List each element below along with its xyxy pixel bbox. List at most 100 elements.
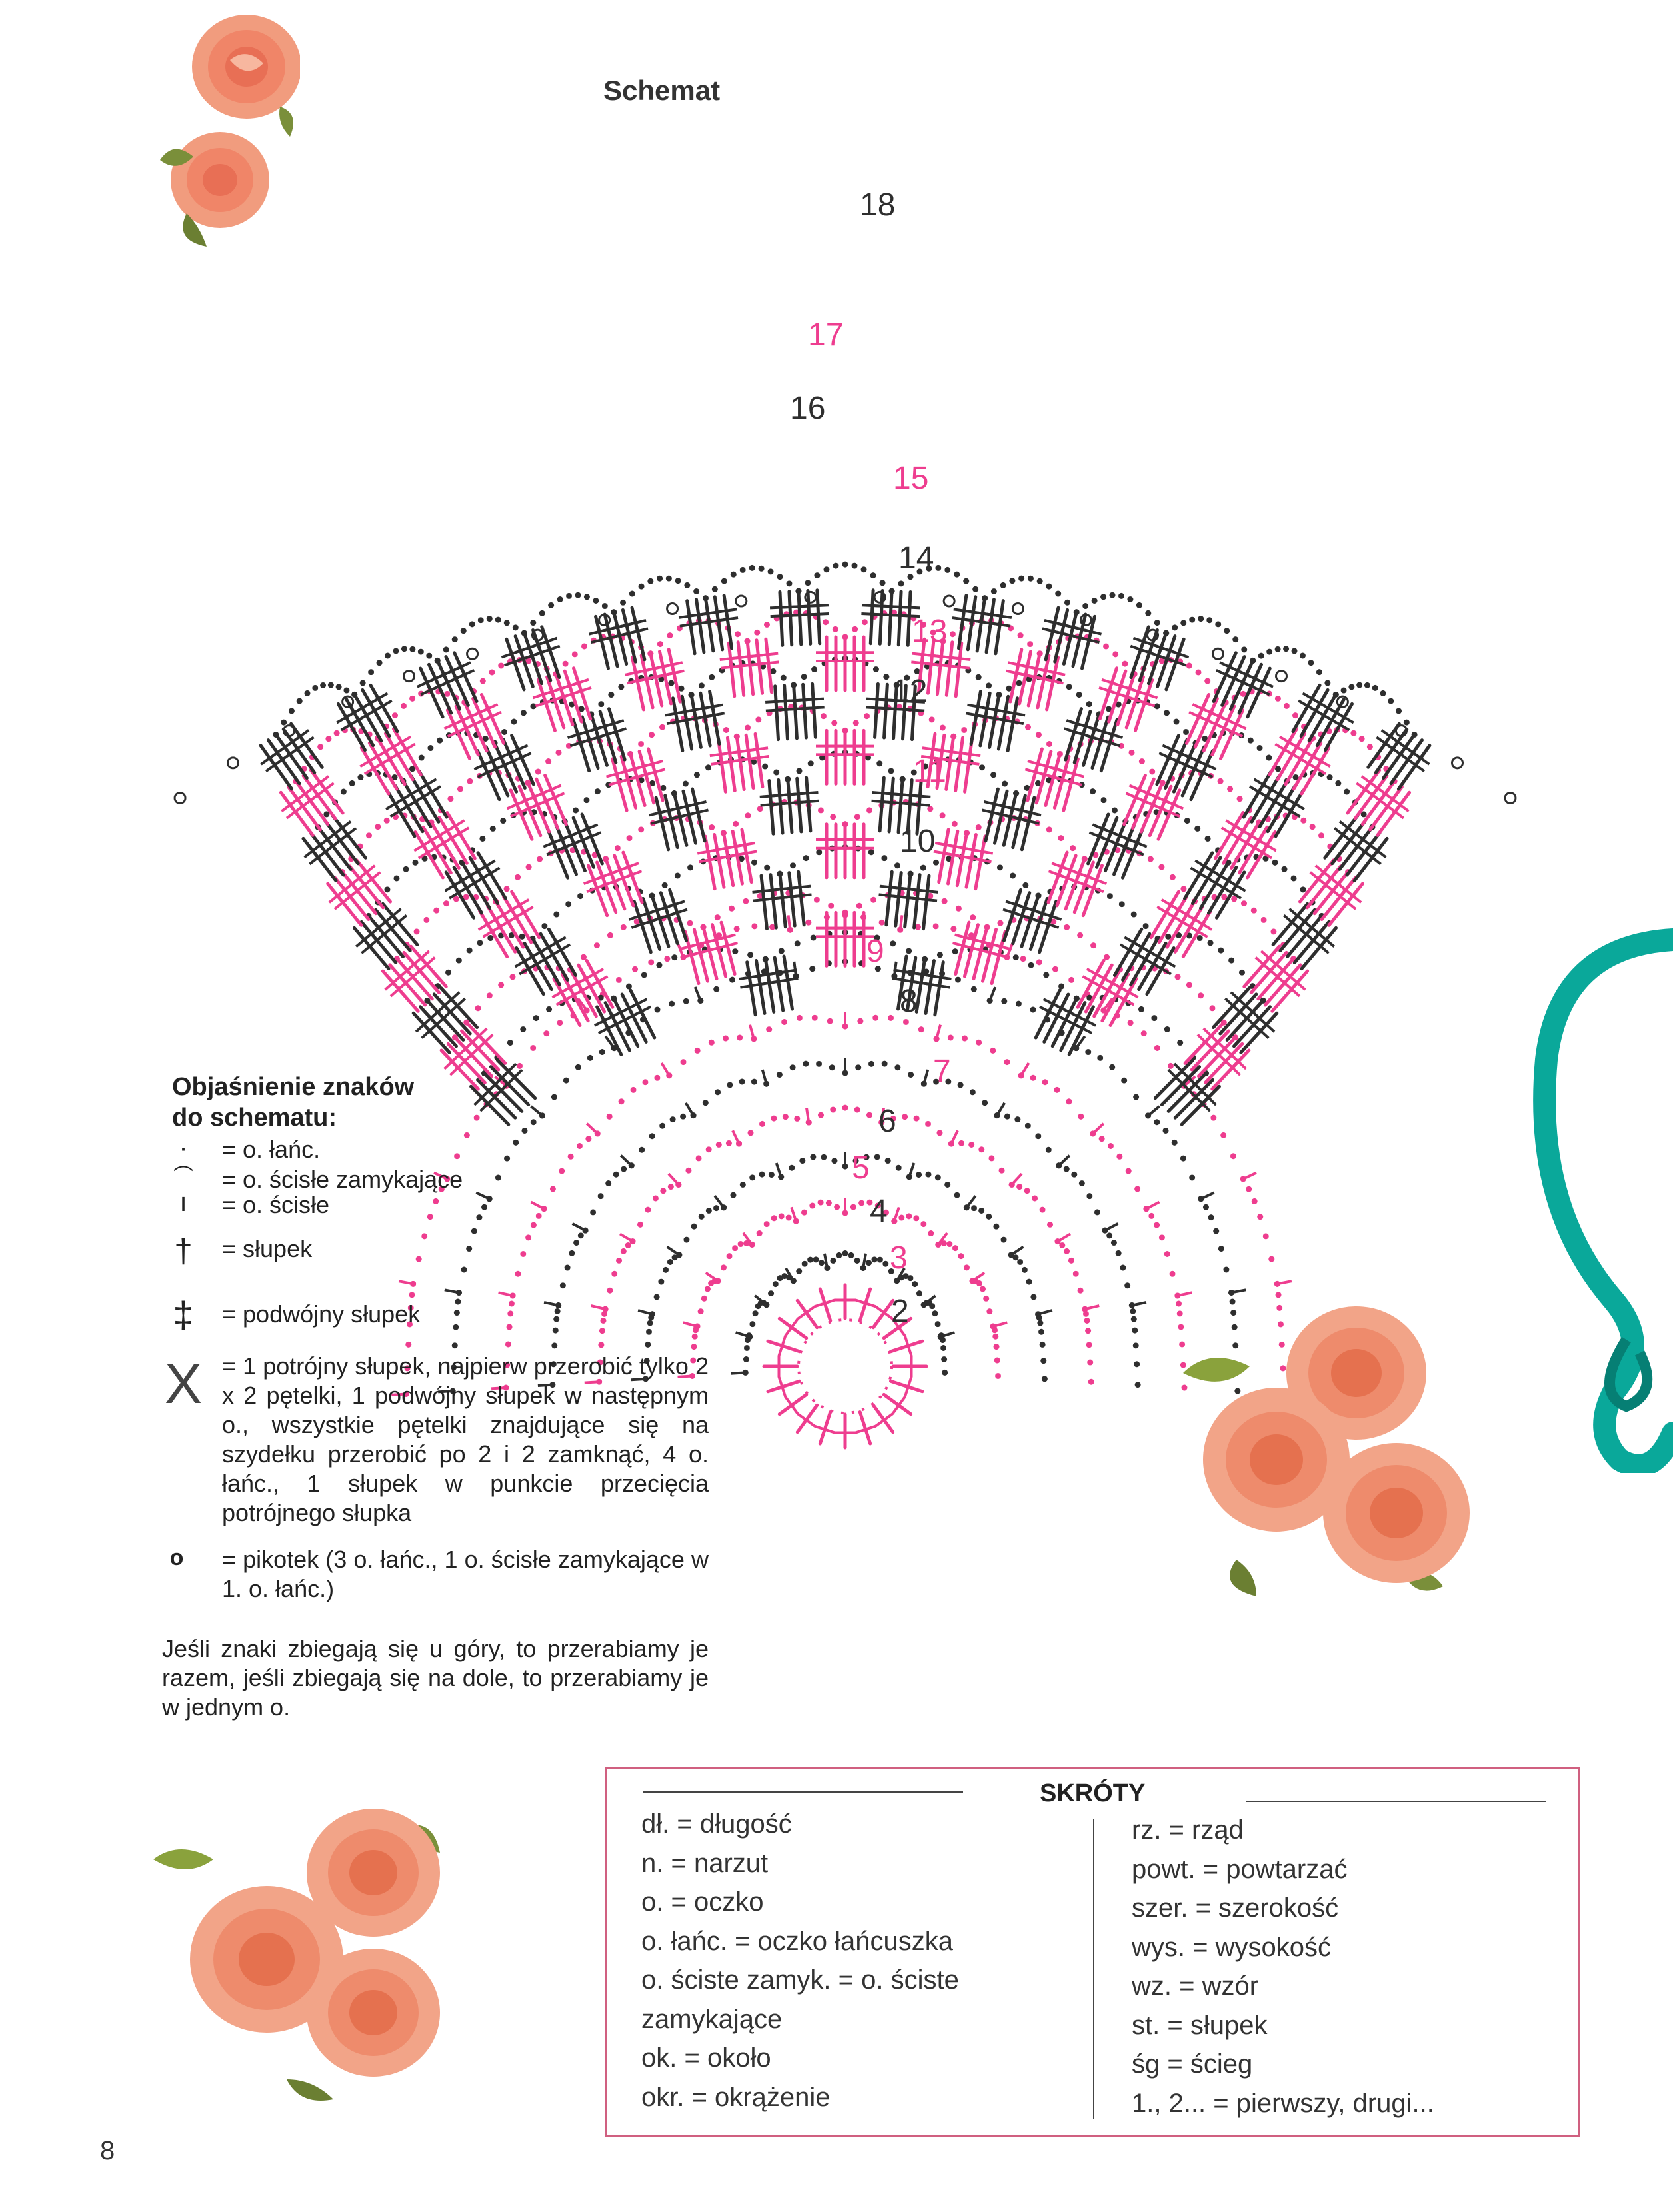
chain-stitch-dot	[1340, 687, 1347, 694]
stitch-post	[915, 778, 923, 836]
chain-stitch-dot	[733, 926, 740, 932]
stitch-post	[1218, 992, 1258, 1036]
stitch-post	[316, 825, 353, 871]
chain-stitch-dot	[1290, 875, 1297, 882]
chain-stitch-dot	[1045, 1146, 1052, 1153]
chain-stitch-dot	[1162, 1127, 1169, 1134]
stitch-post	[1100, 972, 1130, 1023]
crossed-treble-icon: X	[164, 1352, 203, 1415]
stitch-post	[439, 986, 479, 1030]
picot-mark	[1275, 670, 1288, 683]
stitch-post	[1232, 1005, 1272, 1048]
chain-stitch-dot	[578, 706, 585, 712]
chain-stitch-dot	[961, 726, 968, 733]
legend-text-slip-stitch: = o. ścisłe zamykające	[222, 1166, 463, 1193]
stitch-post	[469, 1084, 511, 1126]
chain-stitch-dot	[782, 1114, 789, 1120]
stitch-post	[1046, 850, 1069, 904]
chain-stitch-dot	[1213, 1228, 1220, 1234]
abbreviation-left-item: ok. = około	[641, 2043, 771, 2073]
chain-stitch-dot	[1040, 1358, 1047, 1364]
stitch-post	[1107, 669, 1128, 724]
chain-stitch-dot	[691, 1333, 698, 1340]
ribbon-decoration	[1533, 928, 1673, 1473]
single-crochet-mark	[787, 915, 792, 930]
chain-stitch-dot	[1086, 1193, 1093, 1200]
stitch-post	[888, 1339, 924, 1354]
stitch-post	[988, 693, 1001, 749]
chain-stitch-dot	[1121, 1077, 1128, 1084]
stitch-bar	[733, 841, 756, 848]
stitch-post	[1299, 688, 1330, 738]
stitch-post	[359, 746, 391, 796]
chain-stitch-dot	[585, 1136, 592, 1142]
chain-stitch-dot	[997, 920, 1004, 926]
stitch-post	[402, 950, 441, 995]
chain-stitch-dot	[1110, 1240, 1117, 1246]
chain-stitch-dot	[827, 1018, 833, 1024]
chain-stitch-dot	[881, 855, 888, 862]
chain-stitch-dot	[883, 1209, 890, 1216]
chain-stitch-dot	[698, 1213, 705, 1220]
chain-stitch-dot	[994, 1357, 1000, 1364]
chain-stitch-dot	[910, 769, 917, 776]
chain-stitch-dot	[1100, 797, 1107, 804]
stitch-post	[1053, 608, 1070, 664]
chain-stitch-dot	[594, 788, 601, 795]
chain-stitch-dot	[1180, 886, 1187, 892]
stitch-post	[526, 781, 551, 834]
stitch-post	[326, 882, 363, 927]
chain-stitch-dot	[1064, 599, 1070, 606]
chain-stitch-dot	[745, 724, 751, 731]
legend-text-single-crochet: = o. ścisłe	[222, 1191, 330, 1218]
chain-stitch-dot	[1077, 932, 1084, 938]
stitch-post	[411, 1011, 451, 1054]
stitch-bar	[1020, 808, 1042, 817]
chain-stitch-dot	[553, 1316, 560, 1322]
chain-stitch-dot	[1227, 786, 1234, 792]
stitch-post	[369, 683, 399, 734]
single-crochet-mark	[494, 1075, 507, 1087]
chain-stitch-dot	[508, 1300, 515, 1307]
stitch-post	[671, 696, 685, 752]
stitch-post	[873, 682, 880, 739]
chain-stitch-dot	[1180, 620, 1187, 626]
stitch-post	[586, 864, 609, 918]
stitch-post	[1160, 1065, 1202, 1107]
chain-stitch-dot	[1017, 632, 1024, 639]
stitch-post	[417, 769, 449, 819]
single-crochet-mark	[677, 943, 685, 958]
stitch-bar	[735, 850, 757, 857]
stitch-post	[1239, 1011, 1279, 1054]
chain-stitch-dot	[720, 830, 727, 836]
stitch-post	[1072, 710, 1092, 764]
stitch-post	[978, 691, 992, 748]
chain-stitch-dot	[647, 1320, 653, 1326]
chain-stitch-dot	[866, 807, 873, 814]
single-crochet-mark	[444, 1288, 459, 1294]
chain-stitch-dot	[1073, 995, 1080, 1002]
chain-stitch-dot	[1064, 924, 1070, 930]
chain-stitch-dot	[495, 616, 501, 623]
stitch-bar	[507, 744, 529, 756]
picot-mark	[735, 594, 748, 608]
stitch-post	[547, 927, 578, 977]
chain-stitch-dot	[908, 1072, 914, 1078]
stitch-bar	[1042, 677, 1064, 685]
stitch-post	[1165, 900, 1196, 949]
chain-stitch-dot	[902, 1273, 909, 1280]
chain-stitch-dot	[975, 674, 982, 680]
chain-stitch-dot	[702, 1100, 709, 1106]
stitch-bar	[1123, 845, 1144, 856]
chain-stitch-dot	[727, 1082, 733, 1088]
chain-stitch-dot	[1118, 742, 1125, 749]
chain-stitch-dot	[830, 1106, 837, 1113]
stitch-post	[685, 599, 697, 656]
chain-stitch-dot	[882, 1260, 889, 1267]
chain-stitch-dot	[695, 1155, 702, 1162]
stitch-post	[896, 777, 904, 834]
stitch-post	[454, 704, 480, 757]
stitch-post	[1062, 610, 1078, 666]
stitch-post	[801, 682, 808, 740]
chain-stitch-dot	[733, 820, 739, 827]
